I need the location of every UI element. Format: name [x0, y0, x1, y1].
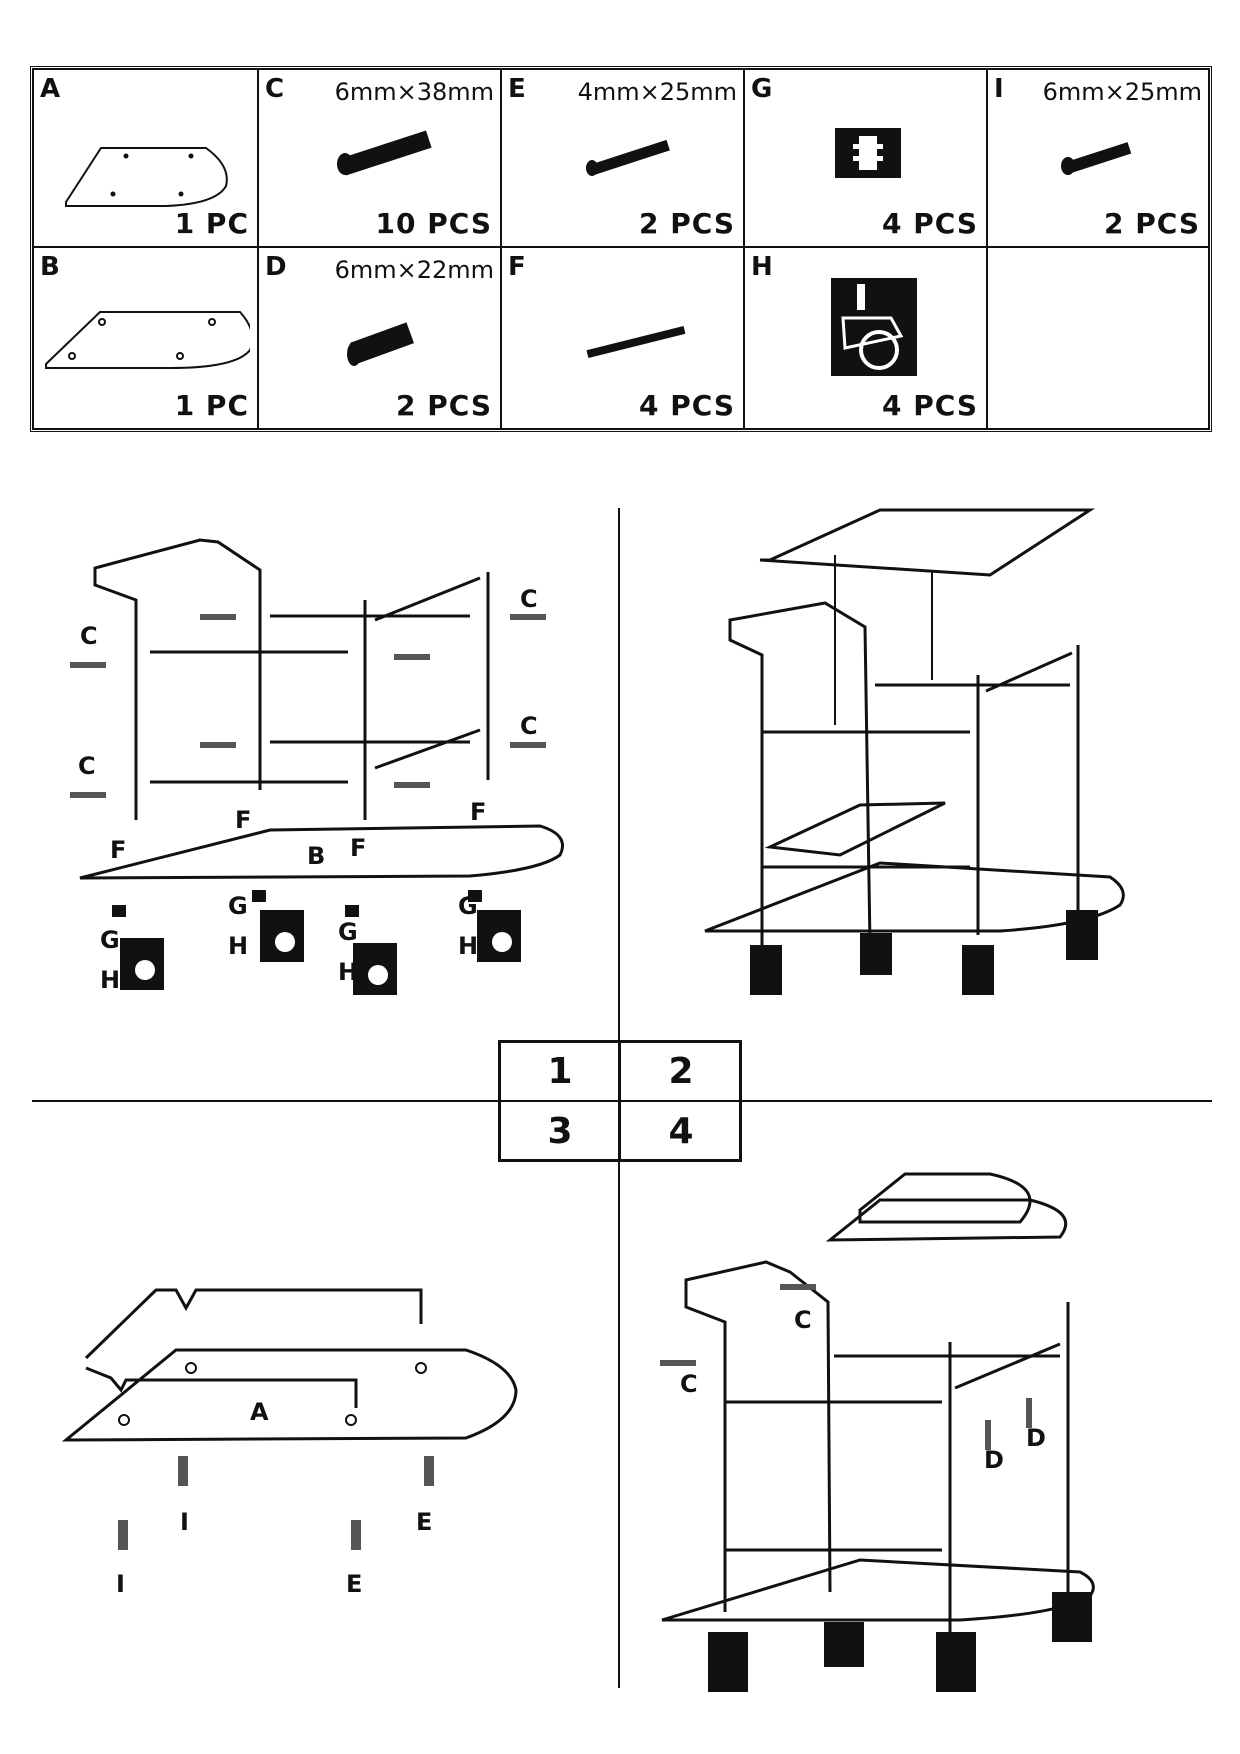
part-label: H	[100, 966, 121, 994]
part-label: E	[416, 1508, 433, 1536]
step-number: 3	[501, 1102, 621, 1161]
step-2-diagram	[704, 508, 1125, 995]
part-cell-h: H 4 PCS	[744, 247, 987, 429]
part-label: G	[338, 918, 358, 946]
part-label: G	[458, 892, 478, 920]
caster-wheel-icon	[831, 278, 917, 376]
part-letter: I	[994, 74, 1004, 104]
part-cell-c: C 6mm×38mm 10 PCS	[258, 69, 501, 247]
part-label: C	[520, 585, 538, 613]
part-label: I	[180, 1508, 189, 1536]
part-label: C	[794, 1306, 812, 1334]
part-letter: H	[751, 252, 773, 282]
screw-icon	[347, 322, 414, 366]
step-3-diagram	[61, 1288, 518, 1550]
part-cell-e: E 4mm×25mm 2 PCS	[501, 69, 744, 247]
part-label: F	[350, 834, 367, 862]
screw-icon	[337, 130, 432, 176]
part-cell-b: B 1 PC	[33, 247, 258, 429]
part-letter: D	[265, 252, 287, 282]
part-quantity: 4 PCS	[882, 207, 978, 240]
parts-table: A 1 PC C 6mm×38mm 10 PCS E 4mm×25mm 2 PC…	[30, 66, 1212, 432]
part-label: H	[458, 932, 479, 960]
part-quantity: 4 PCS	[639, 389, 735, 422]
step-number: 2	[621, 1043, 741, 1102]
part-cell-d: D 6mm×22mm 2 PCS	[258, 247, 501, 429]
part-label: D	[984, 1446, 1004, 1474]
part-dimensions: 6mm×38mm	[334, 78, 494, 106]
part-label: I	[116, 1570, 125, 1598]
step-1-diagram	[70, 538, 564, 995]
part-label: G	[228, 892, 248, 920]
part-label: H	[228, 932, 249, 960]
part-label: F	[110, 836, 127, 864]
step-number: 1	[501, 1043, 621, 1102]
part-label: E	[346, 1570, 363, 1598]
threaded-rod-icon	[586, 326, 686, 358]
screw-icon	[586, 139, 670, 176]
part-label: C	[680, 1370, 698, 1398]
part-dimensions: 6mm×25mm	[1042, 78, 1202, 106]
part-cell-g: G 4 PCS	[744, 69, 987, 247]
bushing-icon	[835, 128, 901, 178]
part-letter: G	[751, 74, 773, 104]
step-4-diagram	[660, 1172, 1095, 1692]
part-cell-i: I 6mm×25mm 2 PCS	[987, 69, 1209, 247]
shelf-panel-icon	[45, 311, 250, 369]
part-quantity: 2 PCS	[1104, 207, 1200, 240]
part-label: F	[235, 806, 252, 834]
part-letter: C	[265, 74, 285, 104]
part-letter: F	[508, 252, 526, 282]
part-quantity: 10 PCS	[375, 207, 492, 240]
part-label: D	[1026, 1424, 1046, 1452]
part-cell-f: F 4 PCS	[501, 247, 744, 429]
step-number: 4	[668, 1111, 694, 1152]
part-label: F	[470, 798, 487, 826]
part-label: C	[78, 752, 96, 780]
part-quantity: 1 PC	[174, 389, 249, 422]
part-quantity: 1 PC	[174, 207, 249, 240]
part-dimensions: 4mm×25mm	[577, 78, 737, 106]
part-quantity: 2 PCS	[396, 389, 492, 422]
screw-icon	[1061, 142, 1132, 175]
part-label: B	[307, 842, 326, 870]
step-index-box: 1 2 3 4	[498, 1040, 742, 1162]
part-dimensions: 6mm×22mm	[334, 256, 494, 284]
shelf-panel-icon	[65, 147, 228, 207]
part-label: C	[80, 622, 98, 650]
part-quantity: 4 PCS	[882, 389, 978, 422]
part-label: H	[338, 958, 359, 986]
part-letter: E	[508, 74, 526, 104]
part-cell-empty	[987, 247, 1209, 429]
part-label: C	[520, 712, 538, 740]
part-cell-a: A 1 PC	[33, 69, 258, 247]
part-label: G	[100, 926, 120, 954]
part-quantity: 2 PCS	[639, 207, 735, 240]
part-label: A	[250, 1398, 269, 1426]
part-letter: A	[40, 74, 61, 104]
part-letter: B	[40, 252, 60, 282]
